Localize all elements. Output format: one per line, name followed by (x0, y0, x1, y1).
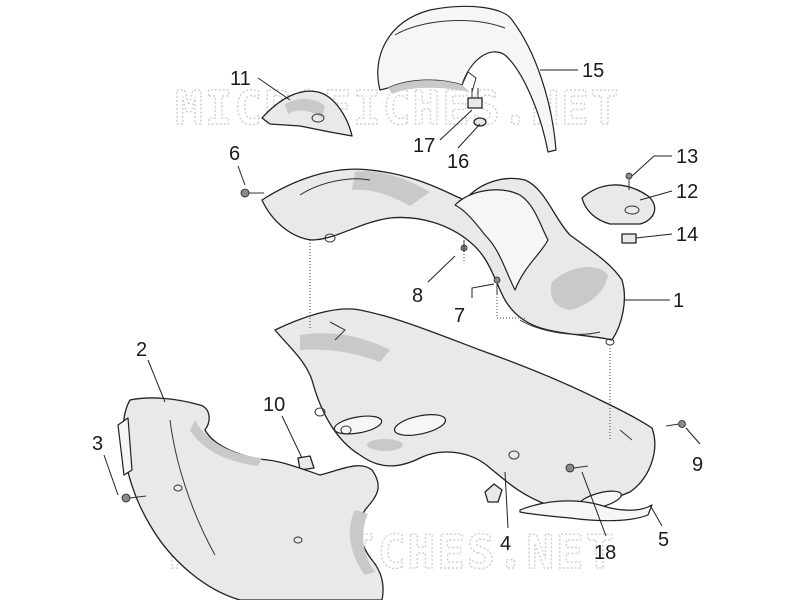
guide-line-7 (496, 294, 525, 319)
part-15-top-cover (377, 5, 557, 153)
callout-12: 12 (676, 181, 698, 203)
part-8-screw (460, 240, 468, 252)
leader-6 (237, 165, 246, 186)
leader-14 (635, 233, 673, 239)
callout-6: 6 (229, 143, 240, 165)
callout-5: 5 (658, 529, 669, 551)
part-3-screw (121, 493, 147, 503)
leader-7 (471, 283, 495, 298)
part-16-nut (473, 117, 487, 127)
leader-10 (281, 415, 303, 459)
callout-17: 17 (413, 135, 435, 157)
part-front-lower-shield (274, 308, 656, 515)
callout-18: 18 (594, 542, 616, 564)
leader-12 (639, 190, 673, 201)
part-10-clip (297, 455, 315, 471)
part-7-screw (493, 276, 501, 294)
callout-16: 16 (447, 151, 469, 173)
leader-2 (147, 359, 166, 403)
callout-1: 1 (673, 290, 684, 312)
callout-9: 9 (692, 454, 703, 476)
leader-11 (257, 77, 291, 101)
callout-15: 15 (582, 60, 604, 82)
callout-14: 14 (676, 224, 698, 246)
callout-8: 8 (412, 285, 423, 307)
callout-10: 10 (263, 394, 285, 416)
callout-13: 13 (676, 146, 698, 168)
callout-7: 7 (454, 305, 465, 327)
part-18-screw (565, 463, 589, 473)
leader-4 (504, 471, 509, 529)
leader-5 (649, 504, 663, 527)
callout-4: 4 (500, 533, 511, 555)
leader-18 (581, 471, 607, 537)
leader-17 (439, 109, 473, 141)
part-2-left-lower-cover (117, 397, 384, 600)
leader-13 (631, 155, 672, 177)
part-1-handlebar-cover (261, 168, 625, 346)
callout-3: 3 (92, 433, 103, 455)
part-11-small-cover (261, 90, 353, 137)
part-12-side-cover (581, 184, 656, 225)
callout-11: 11 (230, 68, 251, 90)
part-4-clip (484, 483, 503, 503)
part-9-screw (665, 420, 686, 428)
leader-8 (427, 255, 456, 283)
leader-16 (457, 123, 481, 149)
part-14-clip (621, 233, 637, 244)
part-5-lower-trim (519, 500, 653, 522)
callout-2: 2 (136, 339, 147, 361)
part-17-clip (467, 88, 483, 109)
leader-3 (103, 454, 119, 496)
part-6-screw (240, 188, 264, 198)
leader-9 (685, 427, 701, 445)
